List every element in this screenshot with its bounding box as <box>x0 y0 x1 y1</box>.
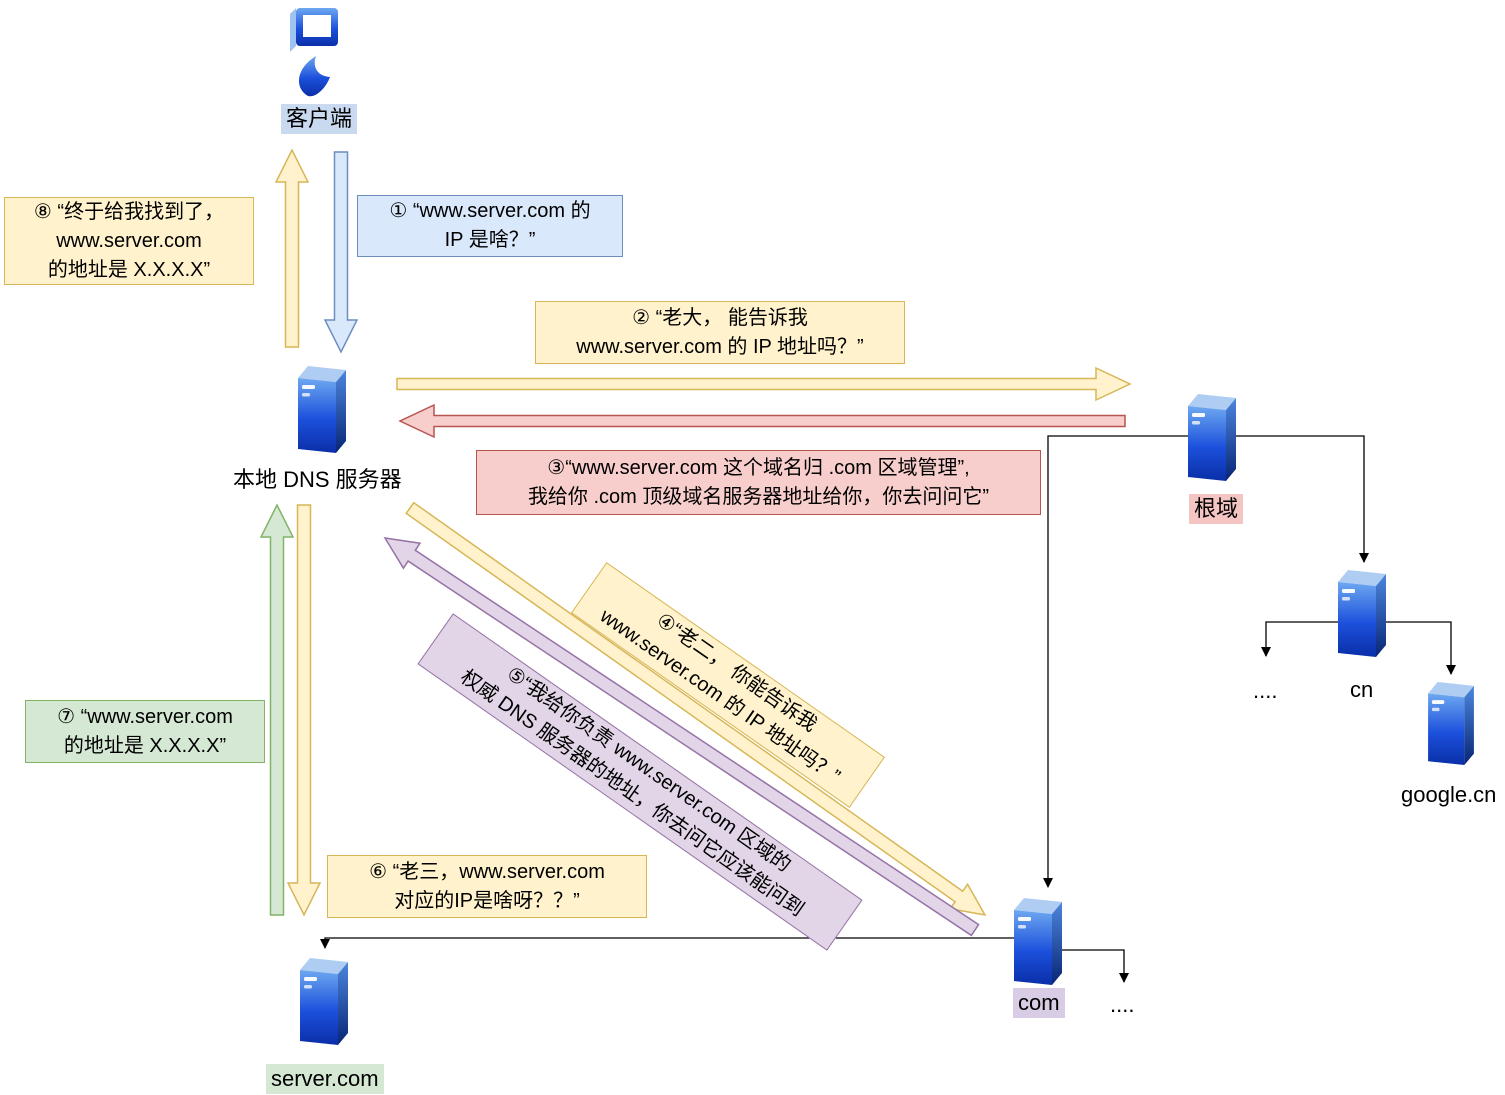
connector-cn-google <box>1386 621 1456 675</box>
server-icon-google-cn <box>1428 682 1474 766</box>
arrow-step3-response <box>398 403 1126 439</box>
connector-root-cn <box>1236 435 1369 563</box>
node-label-com: com <box>1013 988 1065 1018</box>
arrow-step6-query <box>286 504 322 917</box>
node-label-client: 客户端 <box>281 104 358 134</box>
message-step1: ① “www.server.com 的 IP 是啥？” <box>357 195 623 257</box>
server-icon-local-dns <box>298 366 346 453</box>
arrow-step7-response <box>259 503 295 916</box>
connector-com-servercom <box>320 937 1014 949</box>
message-step8: ⑧ “终于给我找到了， www.server.com 的地址是 X.X.X.X” <box>4 197 254 285</box>
arrow-step4-query <box>405 501 987 917</box>
node-label-cn: cn <box>1350 677 1374 702</box>
server-icon-cn <box>1338 570 1386 657</box>
node-label-google-cn: google.cn <box>1401 782 1497 807</box>
message-step7: ⑦ “www.server.com 的地址是 X.X.X.X” <box>25 700 265 763</box>
arrow-step2-query <box>396 366 1132 402</box>
client-icon <box>290 8 338 97</box>
server-icon-server-com <box>300 958 348 1045</box>
arrow-step8-response <box>274 148 310 348</box>
connector-cn-ellipsis <box>1261 621 1338 657</box>
node-label-com-ellipsis: .... <box>1110 992 1135 1017</box>
message-step2: ② “老大， 能告诉我 www.server.com 的 IP 地址吗？” <box>535 301 905 364</box>
server-icon-com <box>1014 898 1062 985</box>
message-step6: ⑥ “老三，www.server.com 对应的IP是啥呀？？” <box>327 855 647 918</box>
arrow-step1-query <box>323 151 359 354</box>
server-icon-root <box>1188 394 1236 481</box>
node-label-cn-ellipsis: .... <box>1253 678 1278 703</box>
message-step3: ③“www.server.com 这个域名归 .com 区域管理”, 我给你 .… <box>476 450 1041 515</box>
connector-com-ellipsis <box>1062 949 1129 983</box>
node-label-server-com: server.com <box>266 1064 384 1094</box>
arrow-step5-response <box>383 537 980 937</box>
node-label-root: 根域 <box>1189 494 1244 524</box>
connector-root-com <box>1043 435 1188 888</box>
node-label-local-dns: 本地 DNS 服务器 <box>233 467 402 492</box>
